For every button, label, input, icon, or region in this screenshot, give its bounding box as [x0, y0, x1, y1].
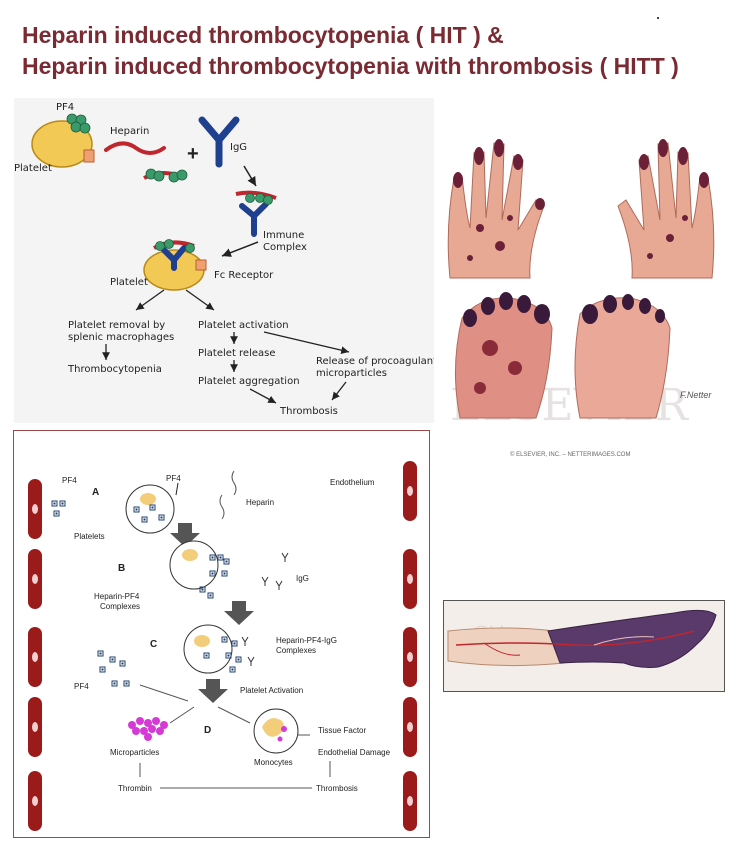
label-endothelial-damage: Endothelial Damage — [318, 748, 391, 757]
label-platelet-b: Platelet — [110, 277, 148, 288]
platelet-b — [169, 540, 219, 590]
label-thrombosis: Thrombosis — [279, 406, 338, 417]
microparticles-cluster — [128, 717, 168, 741]
heparin-pf4-free — [143, 168, 188, 183]
pf4-scatter — [97, 650, 130, 687]
title-line-1: Heparin induced thrombocytopenia ( HIT )… — [22, 22, 504, 48]
platelet-top — [31, 120, 93, 168]
label-removal-2: splenic macrophages — [68, 332, 174, 343]
vessel-wall-right — [403, 461, 417, 831]
heparin-strand — [104, 141, 166, 155]
right-hand — [617, 139, 715, 279]
pf4-cluster-top — [66, 113, 91, 134]
label-igg: IgG — [230, 142, 247, 153]
label-pf4-top-left: PF4 — [62, 476, 77, 485]
label-hpf4-2: Complexes — [100, 602, 140, 611]
bound-complex — [153, 239, 195, 271]
pf4-free-markers — [51, 500, 66, 517]
label-heparin: Heparin — [110, 126, 149, 137]
label-fc-receptor: Fc Receptor — [214, 270, 274, 281]
label-monocytes: Monocytes — [254, 758, 293, 767]
label-procoagulant-2: microparticles — [316, 368, 387, 379]
leg-thrombosis-illustration: SU — [443, 600, 725, 692]
label-hpf4igg-2: Complexes — [276, 646, 316, 655]
label-removal-1: Platelet removal by — [68, 320, 165, 331]
netter-signature: F.Netter — [680, 390, 712, 400]
label-igg-b: IgG — [296, 574, 309, 583]
label-pf4: PF4 — [56, 102, 74, 113]
step-b: B — [118, 563, 125, 574]
leg-upper — [447, 627, 565, 667]
label-pf4-left: PF4 — [74, 682, 89, 691]
hit-pathway-svg: PF4 Platelet Heparin + IgG Immune Comple… — [14, 102, 434, 417]
label-platelet-a: Platelet — [14, 163, 52, 174]
label-thrombin: Thrombin — [118, 784, 152, 793]
hit-mechanism-diagram: PF4 Endothelium PF4 A Heparin Platelets … — [13, 430, 430, 838]
receptor-stub — [83, 149, 95, 163]
hit-pathway-diagram: PF4 Platelet Heparin + IgG Immune Comple… — [14, 98, 434, 423]
label-activation: Platelet activation — [198, 320, 289, 331]
monocyte — [253, 708, 299, 754]
label-platelet-activation: Platelet Activation — [240, 686, 303, 695]
label-microparticles: Microparticles — [110, 748, 159, 757]
label-tissue-factor: Tissue Factor — [318, 726, 366, 735]
label-hpf4igg-1: Heparin-PF4-IgG — [276, 636, 337, 645]
title-line-2: Heparin induced thrombocytopenia with th… — [22, 53, 679, 79]
hands-feet-svg: ELSEVIER F.Netter — [447, 139, 715, 431]
leg-lower-discolored — [547, 609, 717, 668]
vessel-wall-left — [28, 479, 42, 831]
left-hand — [447, 139, 545, 279]
label-hpf4-1: Heparin-PF4 — [94, 592, 140, 601]
mechanism-svg: PF4 Endothelium PF4 A Heparin Platelets … — [28, 461, 417, 831]
label-complex: Complex — [263, 242, 307, 253]
label-immune: Immune — [263, 230, 304, 241]
necrosis-illustration: ELSEVIER F.Netter — [440, 118, 722, 438]
label-procoagulant-1: Release of procoagulant — [316, 356, 434, 367]
label-heparin-b: Heparin — [246, 498, 274, 507]
label-endothelium: Endothelium — [330, 478, 375, 487]
left-foot — [454, 292, 553, 419]
leg-svg: SU — [447, 609, 717, 668]
step-d: D — [204, 725, 211, 736]
igg-antibody — [198, 116, 240, 168]
step-c: C — [150, 639, 157, 650]
label-platelets: Platelets — [74, 532, 105, 541]
step-a: A — [92, 487, 99, 498]
igg-symbols-b — [261, 552, 289, 590]
stray-dot — [657, 17, 659, 19]
plus-sign: + — [187, 143, 199, 165]
right-foot — [574, 294, 671, 419]
label-aggregation: Platelet aggregation — [198, 376, 300, 387]
label-thrombosis-b: Thrombosis — [316, 784, 358, 793]
label-thrombocytopenia: Thrombocytopenia — [67, 364, 162, 375]
immune-complex-icon — [235, 190, 277, 237]
label-release: Platelet release — [198, 348, 276, 359]
image-credit: © ELSEVIER, INC. – NETTERIMAGES.COM — [510, 452, 631, 458]
label-pf4-a: PF4 — [166, 474, 181, 483]
vein-path — [455, 630, 695, 646]
platelet-c — [183, 624, 233, 674]
